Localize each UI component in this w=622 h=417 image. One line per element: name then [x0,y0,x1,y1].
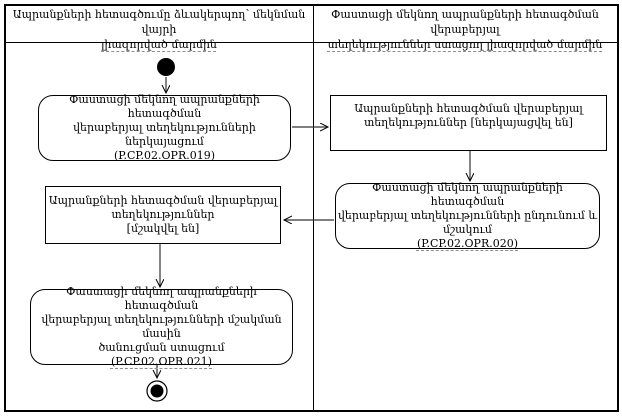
state-text-line: տեղեկություններ [111,208,215,221]
activity-text-line: վերաբերյալ տեղեկությունների ընդունում և [337,209,598,222]
lane-right-title-line2: տեղեկություններ ստացող լիազորված մարմին [327,38,603,51]
activity-procedure-code: (P.CP.02.OPR.019) [113,149,216,162]
lane-header-rule [4,42,617,43]
initial-node-icon [157,58,175,76]
lane-left-title-line2: լիազորված մարմին [101,38,217,51]
state-info-processed: Ապրանքների հետագծման վերաբերյալ տեղեկութ… [45,186,281,244]
final-node-icon [150,384,164,398]
activity-receive-and-process-info: Փաստացի մեկնող ապրանքների հետագծման վերա… [335,181,600,250]
activity-procedure-code: (P.CP.02.OPR.021) [110,355,213,368]
state-text-line: Ապրանքների հետագծման վերաբերյալ [48,194,278,207]
lane-right-title-line1: Փաստացի մեկնող ապրանքների հետագծման վերա… [331,8,599,36]
diagram-outer-border [4,4,619,412]
state-text-line: [մշակվել են] [126,222,200,235]
state-info-submitted: Ապրանքների հետագծման վերաբերյալ տեղեկութ… [330,95,607,151]
state-text-line: տեղեկություններ [ներկայացվել են] [364,116,573,129]
activity-text-line: վերաբերյալ տեղեկությունների մշակման մասի… [41,313,282,340]
state-text-line: Ապրանքների հետագծման վերաբերյալ [354,102,583,115]
activity-text-line: Փաստացի մեկնող ապրանքների հետագծման [69,93,260,120]
lane-header-right: Փաստացի մեկնող ապրանքների հետագծման վերա… [317,7,613,52]
swimlane-divider [313,4,314,410]
activity-procedure-code: (P.CP.02.OPR.020) [416,237,519,250]
activity-submit-traceability-info: Փաստացի մեկնող ապրանքների հետագծման վերա… [38,93,291,162]
activity-text-line: Փաստացի մեկնող ապրանքների հետագծման [66,285,257,312]
activity-receive-processing-notification: Փաստացի մեկնող ապրանքների հետագծման վերա… [30,285,293,368]
lane-header-left: Ապրանքների հետագծումը ձևակերպող՝ մեկնման… [8,7,310,52]
activity-text-line: Փաստացի մեկնող ապրանքների հետագծման [372,181,563,208]
activity-text-line: վերաբերյալ տեղեկությունների ներկայացում [73,121,256,148]
activity-text-line: մշակում [442,223,493,236]
lane-left-title-line1: Ապրանքների հետագծումը ձևակերպող՝ մեկնման… [12,8,306,36]
activity-text-line: ծանուցման ստացում [98,341,225,354]
